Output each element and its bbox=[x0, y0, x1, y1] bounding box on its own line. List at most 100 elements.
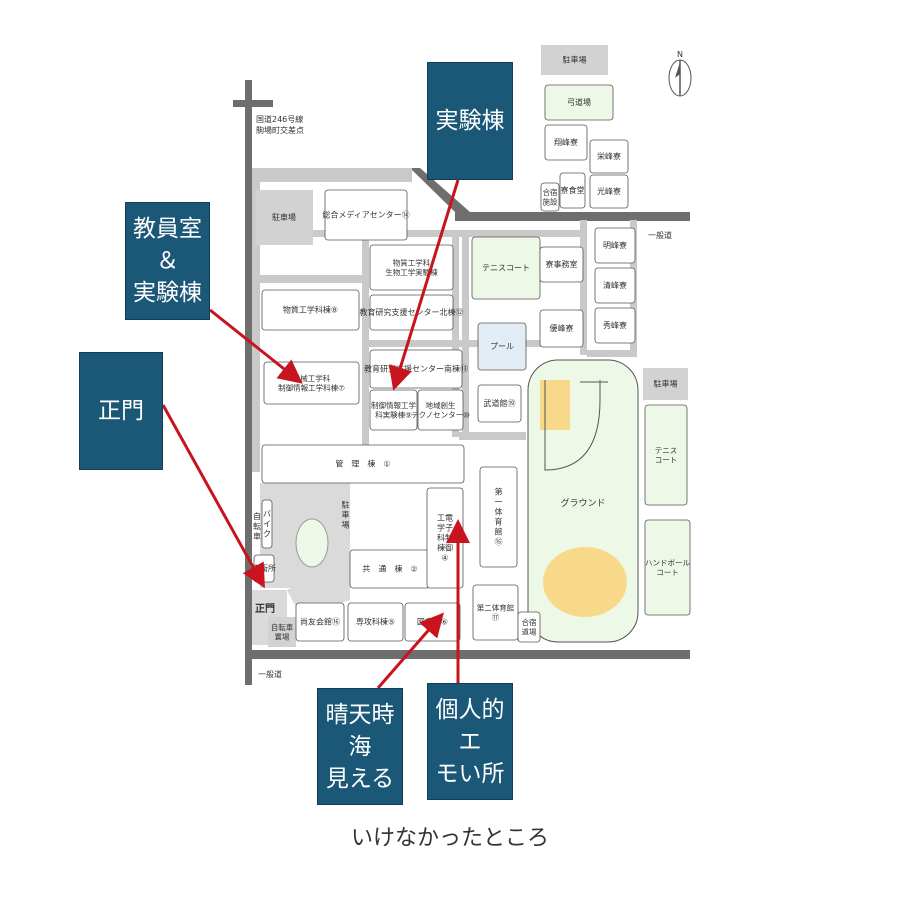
building-label: 体 bbox=[495, 507, 503, 517]
building-label: 尚友会館⑯ bbox=[300, 617, 340, 627]
building-edu-south: 教育研究支援センター南棟⑬ bbox=[364, 349, 468, 389]
building-kitchen-dorm: 寮食堂 bbox=[559, 172, 586, 209]
building-label: 教育研究支援センター南棟⑬ bbox=[364, 364, 468, 374]
building-kyotsu-bldg: 共 通 棟 ② bbox=[349, 549, 431, 589]
building-materials-bldg: 物質工学科棟⑧ bbox=[261, 289, 360, 331]
building-label: 駐車場 bbox=[563, 55, 587, 65]
building-parking-e: 駐車場 bbox=[643, 368, 688, 400]
road-label-south: 一般道 bbox=[258, 669, 282, 679]
building-label: プール bbox=[490, 342, 514, 351]
building-label: 教育研究支援センター北棟⑫ bbox=[360, 307, 464, 317]
building-admin-bldg: 管 理 棟 ① bbox=[261, 444, 465, 484]
arrow-gate bbox=[161, 404, 265, 589]
building-kyudo: 弓道場 bbox=[544, 84, 614, 121]
building-label: ⑰ bbox=[492, 613, 500, 622]
building-label: 管 理 棟 ① bbox=[335, 459, 390, 469]
building-label: 翔峰寮 bbox=[554, 137, 578, 147]
callout-lab: 実験棟 bbox=[427, 62, 513, 180]
building-label: 合宿 bbox=[522, 617, 537, 627]
main-roads bbox=[233, 80, 690, 685]
building-label: テニスコート bbox=[482, 264, 530, 273]
building-parking-nw: 駐車場 bbox=[255, 190, 313, 245]
building-lib-bldg: 図書館⑥ bbox=[404, 602, 461, 642]
building-label: 寮食堂 bbox=[561, 185, 585, 195]
building-label: 弓道場 bbox=[567, 97, 591, 107]
building-label: 地域創生 bbox=[426, 400, 456, 410]
building-eiho-dorm: 栄峰寮 bbox=[589, 139, 629, 174]
building-label: 第 bbox=[495, 487, 503, 497]
building-label: 駐車場 bbox=[272, 212, 296, 222]
building-parking-center: 駐車場 bbox=[342, 500, 350, 530]
building-label: 制御情報工学 bbox=[371, 400, 416, 410]
building-label: テニス bbox=[655, 446, 678, 455]
building-label: コート bbox=[656, 568, 679, 577]
arrow-staff-lab bbox=[209, 308, 303, 384]
building-label: 共 通 棟 ② bbox=[362, 564, 417, 574]
caption: いけなかったところ bbox=[350, 826, 549, 851]
building-label: 棟御 bbox=[437, 543, 453, 553]
arrow-lab bbox=[388, 179, 460, 391]
building-senko-bldg: 専攻科棟⑤ bbox=[347, 602, 404, 642]
building-label: 工電 bbox=[437, 514, 453, 523]
building-media-center: 総合メディアセンター⑭ bbox=[322, 189, 410, 241]
building-label: 制御情報工学科棟⑦ bbox=[278, 382, 345, 392]
building-bike: バイク bbox=[261, 499, 273, 549]
building-label: 自 bbox=[253, 511, 261, 521]
building-parking-ne: 駐車場 bbox=[541, 45, 608, 75]
building-label: 武道館⑲ bbox=[484, 398, 516, 408]
building-shoho-dorm: 翔峰寮 bbox=[544, 124, 588, 161]
building-label: 場 bbox=[342, 520, 350, 530]
building-label: 学子 bbox=[437, 523, 453, 533]
building-label: 生物工学実験棟 bbox=[385, 267, 438, 277]
building-label: 第二体育館 bbox=[477, 602, 515, 612]
building-label: 育 bbox=[495, 517, 503, 527]
building-label: イ bbox=[263, 520, 271, 529]
building-shuho-dorm: 秀峰寮 bbox=[594, 307, 636, 344]
callout-main-gate: 正門 bbox=[79, 352, 163, 470]
building-edu-north: 教育研究支援センター北棟⑫ bbox=[360, 294, 464, 331]
north-arrow: N bbox=[668, 50, 692, 97]
arrow-sea bbox=[376, 612, 444, 689]
building-label: 明峰寮 bbox=[603, 240, 627, 250]
route246-label: 国道246号線 bbox=[256, 114, 303, 124]
ground-area: グラウンド bbox=[527, 359, 639, 643]
building-tennis-top: テニスコート bbox=[471, 236, 541, 300]
building-alumni: 尚友会館⑯ bbox=[295, 602, 345, 642]
building-label: 駐車場 bbox=[654, 379, 678, 389]
road-label-east: 一般道 bbox=[648, 230, 672, 240]
building-label: 栄峰寮 bbox=[597, 151, 621, 161]
building-meiho-dorm: 明峰寮 bbox=[594, 227, 636, 264]
route246-sub-label: 駒場町交差点 bbox=[256, 125, 304, 135]
building-label: 車 bbox=[253, 531, 261, 541]
building-label: 道場 bbox=[522, 626, 537, 636]
building-label: 専攻科棟⑤ bbox=[356, 617, 395, 627]
roundabout-green bbox=[295, 518, 329, 568]
building-label: ク bbox=[263, 530, 271, 539]
building-label: 優峰寮 bbox=[550, 323, 574, 333]
building-label: 合宿 bbox=[543, 187, 558, 197]
callout-sea-view: 晴天時海 見える bbox=[317, 688, 403, 805]
building-label: 館 bbox=[495, 527, 503, 537]
building-label: 寮事務室 bbox=[546, 259, 578, 269]
building-label: 総合メディアセンター⑭ bbox=[322, 210, 409, 220]
building-label: 転 bbox=[253, 522, 261, 531]
building-label: バ bbox=[263, 510, 271, 519]
building-tennis-e: テニスコート bbox=[644, 404, 688, 506]
building-label: 施設 bbox=[543, 196, 558, 206]
building-bicycle-left: 自転車 bbox=[253, 511, 261, 541]
building-label: ハンドボール bbox=[645, 558, 690, 567]
building-label: 秀峰寮 bbox=[603, 320, 627, 330]
callout-staff-lab: 教員室＆ 実験棟 bbox=[125, 202, 210, 320]
internal-roads bbox=[252, 168, 637, 645]
building-yukai-dorm: 優峰寮 bbox=[539, 309, 584, 348]
building-label: 駐 bbox=[342, 500, 350, 510]
